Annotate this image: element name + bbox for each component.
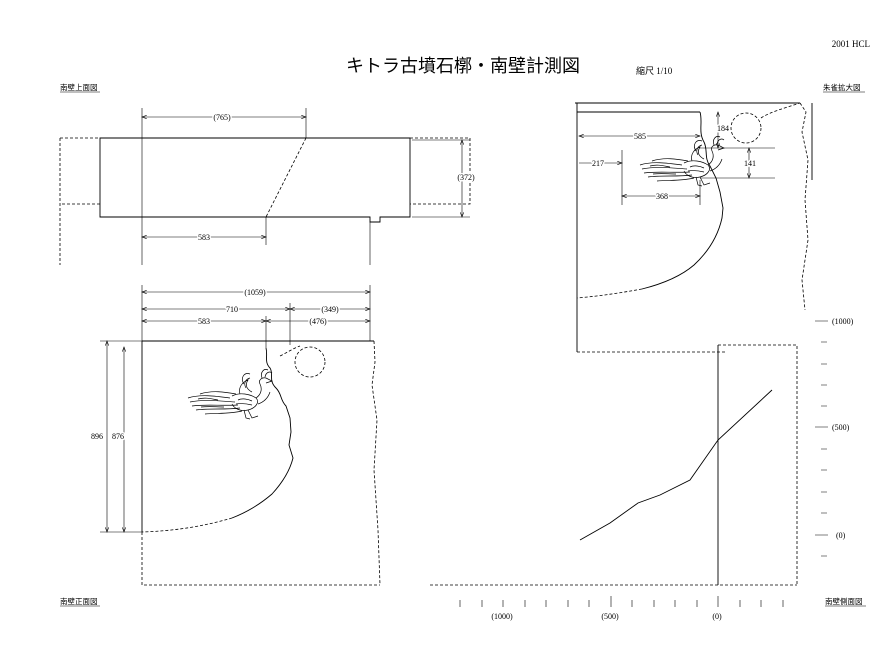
side-y-scale-label: (0) <box>836 531 846 540</box>
dim-label-figure-width: 368 <box>656 192 668 201</box>
side-wall-dashed-outline <box>430 344 798 586</box>
top-plan-extension-lines <box>141 108 470 265</box>
top-plan-view: (765) (372) 583 <box>59 108 477 265</box>
side-y-scale-ticks <box>815 320 828 557</box>
side-view-label: 南壁側面図 <box>825 596 863 606</box>
arrowhead <box>141 235 147 239</box>
arrowhead <box>716 143 720 149</box>
suzaku-figure-front <box>187 368 273 420</box>
arrowhead <box>265 319 271 323</box>
dim-label-left-to-figure: 217 <box>592 159 604 168</box>
dim-label-left-to-boundary: 585 <box>634 132 646 141</box>
arrowhead <box>105 527 109 533</box>
dim-label-top-to-figure: 184 <box>717 124 729 133</box>
front-wall-dashed-outline <box>141 340 381 586</box>
arrowhead <box>141 115 147 119</box>
detail-plaster-boundary-dashed <box>576 288 643 299</box>
arrowhead <box>261 235 267 239</box>
dim-label-width-lower: 583 <box>198 233 210 242</box>
arrowhead <box>695 134 701 138</box>
arrowhead <box>365 319 371 323</box>
side-x-scale-label: (1000) <box>491 612 513 621</box>
side-y-scale-label: (500) <box>832 423 850 432</box>
scale-note: 縮尺 1/10 <box>636 65 673 76</box>
arrowhead <box>122 346 126 352</box>
header: 2001 HCL キトラ古墳石槨・南壁計測図 縮尺 1/10 <box>346 39 870 76</box>
detail-view: 585 184 217 141 368 <box>575 102 813 353</box>
arrowhead <box>578 134 584 138</box>
arrowhead <box>105 340 109 346</box>
view-labels: 南壁上面図 朱雀拡大図 南壁正面図 南壁側面図 <box>60 82 866 607</box>
dim-label-width-right-lower: (476) <box>309 317 327 326</box>
detail-wall-outline <box>575 102 813 352</box>
top-plan-outer-dashed-outline <box>59 137 471 265</box>
page-title: キトラ古墳石槨・南壁計測図 <box>346 56 580 76</box>
side-y-scale-label: (1000) <box>832 317 854 326</box>
top-plan-body-outline <box>99 137 411 223</box>
dim-label-width-left-lower: 583 <box>198 317 210 326</box>
front-view: (1059) 710 (349) 583 (476) 896 876 <box>90 285 381 586</box>
arrowhead <box>747 147 751 153</box>
detail-wall-dashed-outline <box>577 102 809 353</box>
top-plan-view-label: 南壁上面図 <box>60 82 98 92</box>
front-view-label: 南壁正面図 <box>60 596 98 606</box>
arrowhead <box>460 139 464 145</box>
arrowhead <box>716 111 720 117</box>
arrowhead <box>289 307 295 311</box>
dim-label-figure-height: 141 <box>744 159 756 168</box>
arrowhead <box>617 161 623 165</box>
plaster-boundary-dashed <box>141 345 301 533</box>
dim-label-height-outer: 896 <box>91 432 103 441</box>
detail-view-label: 朱雀拡大図 <box>823 82 861 92</box>
side-x-scale-ticks <box>459 596 784 607</box>
side-x-scale-label: (500) <box>601 612 619 621</box>
dim-label-width-total: (1059) <box>244 288 266 297</box>
top-plan-seam-line <box>265 137 307 218</box>
arrowhead <box>141 290 147 294</box>
front-circle-marker <box>294 346 326 378</box>
detail-extension-lines <box>621 147 775 205</box>
front-wall-outline <box>141 340 374 532</box>
dim-label-depth: (372) <box>457 173 475 182</box>
arrowhead <box>621 194 627 198</box>
front-extension-lines <box>100 285 371 533</box>
arrowhead <box>695 194 701 198</box>
arrowhead <box>301 115 307 119</box>
dim-label-width-total: (765) <box>213 113 231 122</box>
arrowhead <box>365 290 371 294</box>
arrowhead <box>141 319 147 323</box>
arrowhead <box>365 307 371 311</box>
dim-label-width-right-upper: (349) <box>321 305 339 314</box>
arrowhead <box>141 307 147 311</box>
side-x-scale-label: (0) <box>712 612 722 621</box>
detail-plaster-boundary-line <box>641 111 724 290</box>
detail-circle-marker <box>730 112 762 144</box>
side-profile-line <box>579 389 773 541</box>
dim-label-width-left-upper: 710 <box>226 305 238 314</box>
side-view: (1000) (500) (0) (1000) (500) (0) <box>430 317 854 621</box>
arrowhead <box>747 173 751 179</box>
plaster-boundary-line <box>231 347 294 519</box>
credit-text: 2001 HCL <box>832 39 870 49</box>
suzaku-figure-detail <box>639 135 725 187</box>
arrowhead <box>460 212 464 218</box>
arrowhead <box>122 527 126 533</box>
dim-label-height-inner: 876 <box>112 432 124 441</box>
